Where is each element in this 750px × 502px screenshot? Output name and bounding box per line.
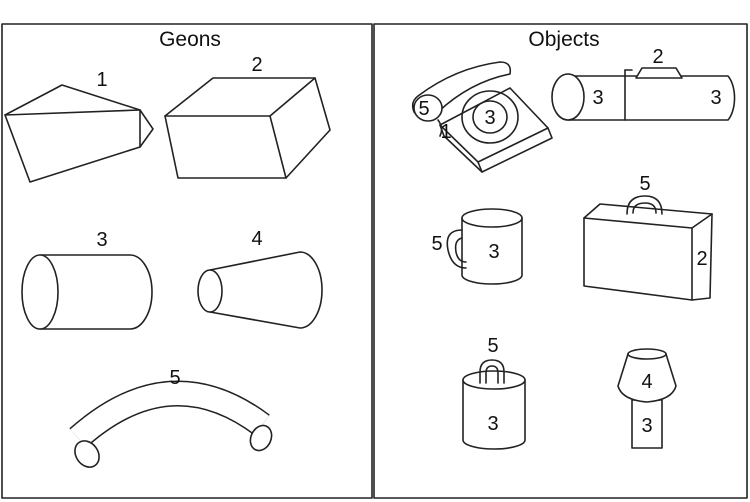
geon-3-cylinder — [21, 254, 153, 330]
objects-title: Objects — [528, 28, 599, 51]
geon-2-label: 2 — [251, 54, 262, 76]
mug-body-label: 3 — [488, 241, 499, 263]
geon-3-label: 3 — [96, 229, 107, 251]
phone-cord-label: 1 — [440, 121, 451, 143]
flashlight-body-right-label: 3 — [710, 87, 721, 109]
geons-title: Geons — [159, 28, 221, 51]
flashlight-object — [551, 67, 736, 121]
phone-dial-label: 3 — [484, 107, 495, 129]
briefcase-handle-label: 5 — [639, 173, 650, 195]
lamp-shade-label: 4 — [641, 371, 652, 393]
geon-2-brick — [164, 77, 331, 179]
geon-1-label: 1 — [96, 69, 107, 91]
objects-panel — [373, 23, 748, 499]
telephone-object — [411, 61, 553, 173]
briefcase-body-label: 2 — [696, 248, 707, 270]
bucket-object — [462, 359, 526, 450]
bucket-body-label: 3 — [487, 413, 498, 435]
geon-1-wedge — [4, 84, 154, 183]
lamp-object — [617, 348, 677, 449]
geon-4-label: 4 — [251, 228, 262, 250]
phone-handset-label: 5 — [418, 98, 429, 120]
flashlight-switch-label: 2 — [652, 46, 663, 68]
mug-handle-label: 5 — [431, 233, 442, 255]
geons-panel — [1, 23, 373, 499]
briefcase-object — [583, 195, 713, 301]
bucket-handle-label: 5 — [487, 335, 498, 357]
lamp-base-label: 3 — [641, 415, 652, 437]
geon-5-label: 5 — [169, 367, 180, 389]
flashlight-body-left-label: 3 — [592, 87, 603, 109]
mug-object — [446, 208, 523, 285]
geon-5-curved-tube — [69, 380, 273, 468]
geon-4-cone — [197, 251, 323, 329]
